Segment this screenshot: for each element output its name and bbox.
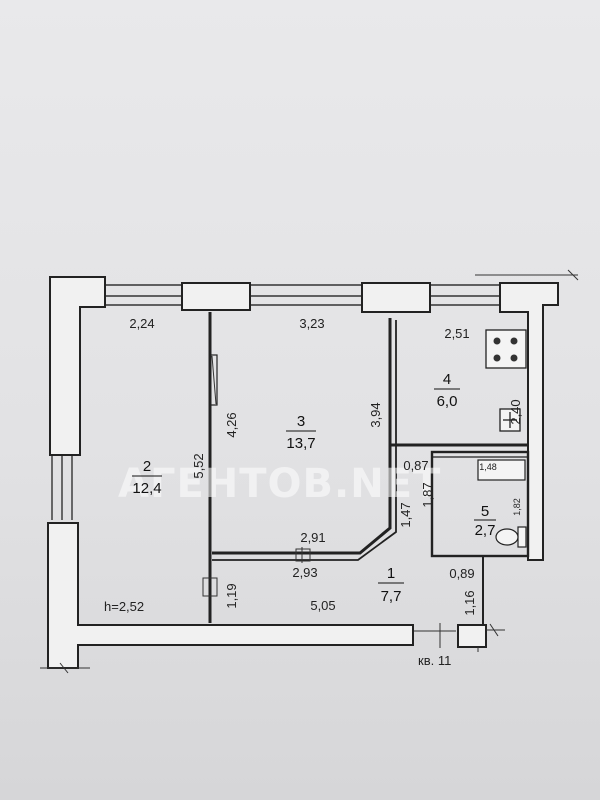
dim-room3-top: 3,23: [299, 316, 324, 331]
dim-bath-top-left: 0,87: [403, 458, 428, 473]
bathtub-icon: [477, 459, 526, 481]
room-4-label: 4 6,0: [434, 371, 460, 410]
entry-door: [414, 623, 456, 648]
dim-hall-bottom: 5,05: [310, 598, 335, 613]
room-5-label: 5 2,7: [474, 503, 496, 539]
dim-hall-left: 1,19: [224, 583, 239, 608]
stove-icon: [485, 329, 527, 369]
apartment-label: кв. 11: [418, 653, 451, 668]
room-area: 12,4: [132, 480, 161, 497]
room-area: 2,7: [475, 522, 496, 539]
dim-hall-top: 2,93: [292, 565, 317, 580]
room-1-label: 1 7,7: [378, 565, 404, 605]
room-area: 6,0: [437, 393, 458, 410]
top-window-lines: [105, 269, 579, 306]
room-area: 7,7: [381, 588, 402, 605]
ceiling-height: h=2,52: [104, 599, 144, 614]
dim-bath-right: 1,82: [512, 498, 522, 516]
dim-room3-left: 4,26: [224, 412, 239, 437]
room-number: 5: [481, 503, 489, 520]
dim-bath-left: 1,87: [420, 482, 435, 507]
room-3-label: 3 13,7: [286, 413, 316, 452]
pier-2: [361, 282, 431, 313]
room-number: 3: [297, 413, 305, 430]
room-number: 4: [443, 371, 451, 388]
sink-icon: [499, 408, 521, 432]
dim-hall-bottom-right: 0,89: [449, 566, 474, 581]
room-area: 13,7: [286, 435, 315, 452]
dimension-labels: 2,24 3,23 2,51 2,40 5,52 4,26 3,94 2,91 …: [129, 316, 523, 616]
dim-room4-side: 2,40: [508, 399, 523, 424]
dim-bath-top: 1,48: [479, 462, 497, 472]
pier-1: [181, 282, 251, 311]
room-number: 1: [387, 565, 395, 582]
outer-walls: [40, 276, 559, 674]
toilet-icon: [495, 526, 527, 548]
left-window-lines: [51, 455, 73, 520]
interior-walls: [202, 312, 530, 625]
dim-room2-height: 5,52: [191, 453, 206, 478]
wall-top-left: [49, 276, 106, 456]
dim-room3-bottom: 2,91: [300, 530, 325, 545]
dim-room4-top: 2,51: [444, 326, 469, 341]
dim-hall-right: 1,47: [398, 502, 413, 527]
pier-entry: [457, 624, 487, 648]
dim-entry-side: 1,16: [462, 590, 477, 615]
wall-top-right: [499, 282, 559, 561]
watermark-text: АГЕНТОВ.NET: [118, 461, 441, 507]
dim-room2-top: 2,24: [129, 316, 154, 331]
dim-room3-right: 3,94: [368, 402, 383, 427]
room-number: 2: [143, 458, 151, 475]
room-2-label: 2 12,4: [132, 458, 162, 497]
